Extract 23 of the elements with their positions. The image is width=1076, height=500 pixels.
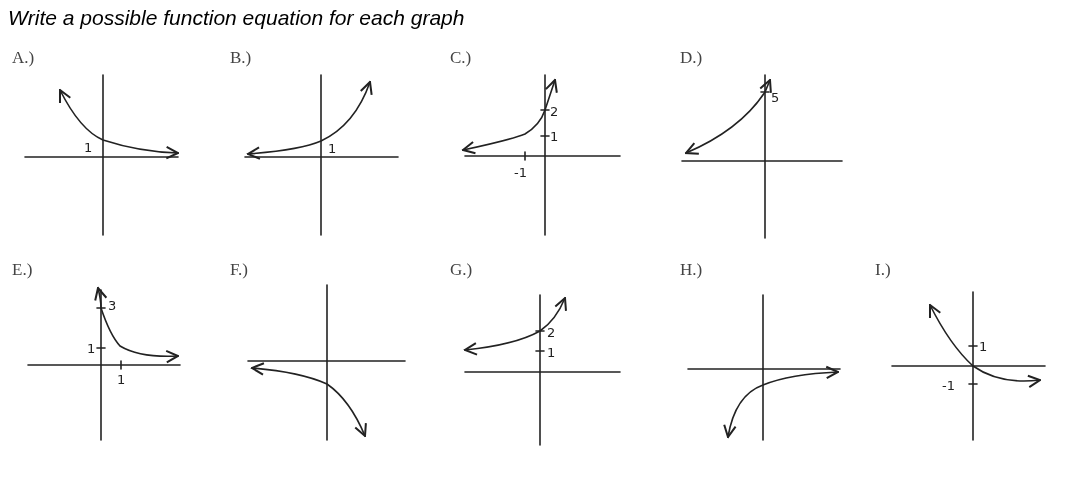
- graph-letter: G.): [450, 260, 473, 280]
- graph-letter: I.): [875, 260, 891, 280]
- tick-label: 2: [547, 325, 556, 340]
- tick-label: -1: [514, 165, 527, 180]
- tick-label: 5: [771, 90, 780, 105]
- graph-letter: H.): [680, 260, 703, 280]
- graph-letter: F.): [230, 260, 248, 280]
- tick-label: -1: [942, 378, 955, 393]
- title: Write a possible function equation for each graph: [8, 6, 465, 30]
- graph-letter: A.): [12, 48, 35, 68]
- graph-letter: C.): [450, 48, 472, 68]
- graph-letter: B.): [230, 48, 252, 68]
- graph-letter: E.): [12, 260, 33, 280]
- tick-label: 1: [979, 339, 988, 354]
- tick-label: 1: [87, 341, 96, 356]
- tick-label: 1: [550, 129, 559, 144]
- tick-label: 1: [84, 140, 93, 155]
- tick-label: 2: [550, 104, 559, 119]
- tick-label: 1: [117, 372, 126, 387]
- tick-label: 1: [328, 141, 337, 156]
- tick-label: 3: [108, 298, 117, 313]
- tick-label: 1: [547, 345, 556, 360]
- graph-letter: D.): [680, 48, 703, 68]
